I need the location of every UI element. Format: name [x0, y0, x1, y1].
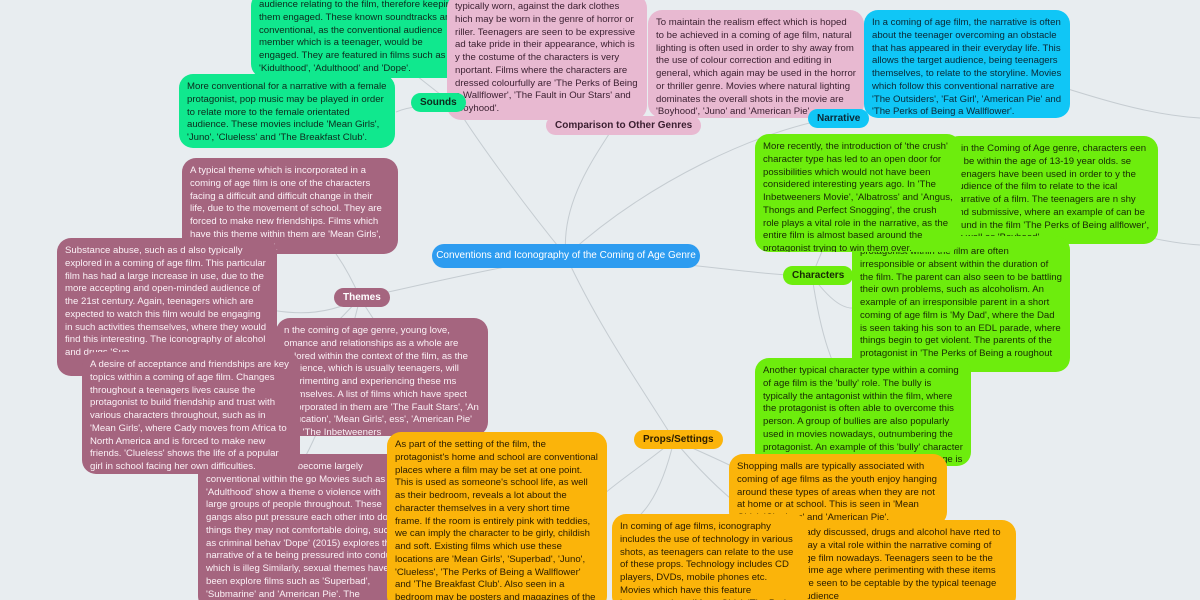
- note-comparison-lighting[interactable]: To maintain the realism effect which is …: [648, 10, 864, 118]
- note-themes-romance[interactable]: n the coming of age genre, young love, o…: [276, 318, 488, 436]
- note-characters-bully[interactable]: Another typical character type within a …: [755, 358, 971, 466]
- note-themes-acceptance[interactable]: A desire of acceptance and friendships a…: [82, 352, 300, 474]
- note-narrative-obstacle[interactable]: In a coming of age film, the narrative i…: [864, 10, 1070, 118]
- note-props-drugs-alcohol[interactable]: eady discussed, drugs and alcohol have r…: [792, 520, 1016, 600]
- note-props-shopping-malls[interactable]: Shopping malls are typically associated …: [729, 454, 947, 526]
- note-characters-crush[interactable]: More recently, the introduction of 'the …: [755, 134, 961, 252]
- note-comparison-costume[interactable]: typically worn, against the dark clothes…: [447, 0, 647, 120]
- branch-themes[interactable]: Themes: [334, 288, 390, 307]
- note-themes-gang-culture[interactable]: chool, gang culture h become largely con…: [198, 454, 410, 600]
- branch-sounds[interactable]: Sounds: [411, 93, 466, 112]
- note-props-technology[interactable]: In coming of age films, iconography incl…: [612, 514, 808, 600]
- note-props-home-school[interactable]: As part of the setting of the film, the …: [387, 432, 607, 600]
- note-characters-age[interactable]: n in the Coming of Age genre, characters…: [945, 136, 1158, 244]
- central-topic[interactable]: Conventions and Iconography of the Comin…: [432, 244, 700, 268]
- branch-narrative[interactable]: Narrative: [808, 109, 870, 128]
- note-sounds-soundtrack[interactable]: audience relating to the film, therefore…: [251, 0, 467, 78]
- branch-props-settings[interactable]: Props/Settings: [634, 430, 723, 449]
- note-characters-parent[interactable]: protagonist within the film are often ir…: [852, 236, 1070, 372]
- branch-characters[interactable]: Characters: [783, 266, 854, 285]
- note-sounds-pop-music[interactable]: More conventional for a narrative with a…: [179, 74, 395, 148]
- branch-comparison[interactable]: Comparison to Other Genres: [546, 116, 702, 135]
- note-themes-school-change[interactable]: A typical theme which is incorporated in…: [182, 158, 398, 254]
